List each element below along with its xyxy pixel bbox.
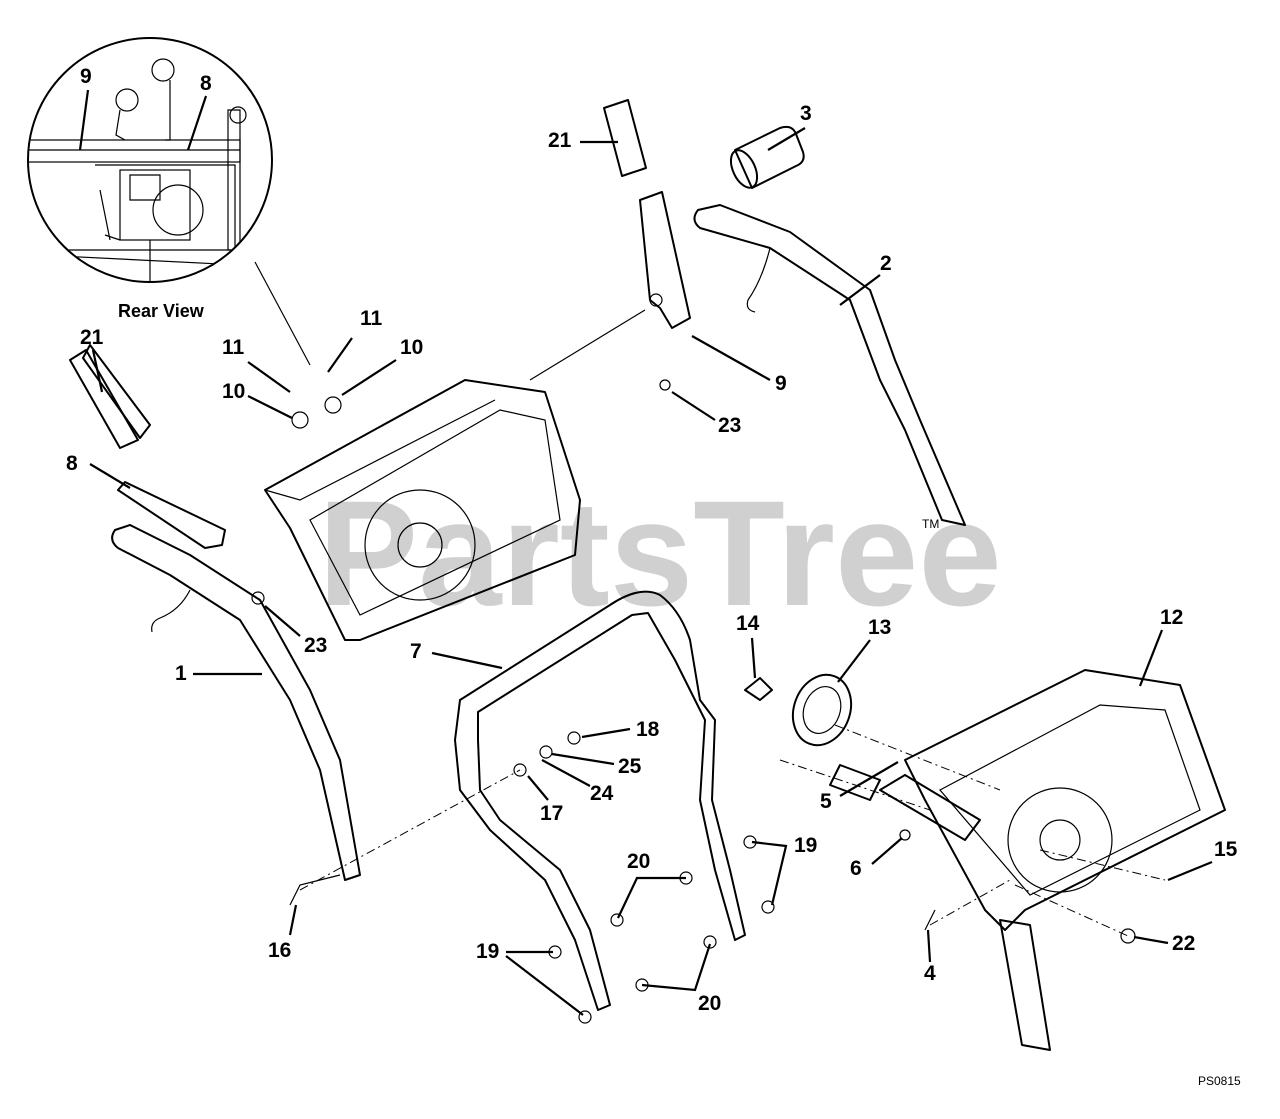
watermark: PartsTree [318,469,1002,637]
callout-3: 3 [800,102,812,125]
callout-12: 12 [1160,606,1183,629]
callout-14: 14 [736,612,760,635]
watermark-trademark: TM [922,517,939,531]
parts-artwork [69,99,1226,1051]
callout-7: 7 [410,640,422,663]
callout-20-lower: 20 [698,992,721,1015]
callout-16: 16 [268,939,291,962]
inset-caption: Rear View [118,301,205,321]
callout-21-top: 21 [548,129,572,152]
callout-10-upper: 10 [400,336,423,359]
callout-21-left: 21 [80,326,104,349]
inset-callout-9: 9 [80,65,92,88]
callout-4: 4 [924,962,936,985]
callout-25: 25 [618,755,642,778]
callout-20-upper: 20 [627,850,650,873]
diagram-id: PS0815 [1198,1074,1241,1088]
callouts: 21 3 2 9 23 11 10 11 10 21 8 23 1 7 16 1… [66,102,1238,1016]
callout-1: 1 [175,662,187,685]
callout-17: 17 [540,802,563,825]
callout-22: 22 [1172,932,1195,955]
callout-9: 9 [775,372,787,395]
callout-13: 13 [868,616,891,639]
callout-10-lower: 10 [222,380,245,403]
inset-callout-8: 8 [200,72,212,95]
callout-5: 5 [820,790,832,813]
callout-2: 2 [880,252,892,275]
callout-6: 6 [850,857,862,880]
callout-19-left: 19 [476,940,499,963]
callout-23-left: 23 [304,634,327,657]
callout-23-right: 23 [718,414,741,437]
callout-15: 15 [1214,838,1238,861]
callout-11-lower: 11 [222,336,245,359]
callout-18: 18 [636,718,660,741]
rear-view-inset: 9 8 Rear View [27,37,311,366]
callout-8: 8 [66,452,78,475]
callout-11-upper: 11 [360,307,383,330]
callout-19-right: 19 [794,834,817,857]
callout-24: 24 [590,782,614,805]
